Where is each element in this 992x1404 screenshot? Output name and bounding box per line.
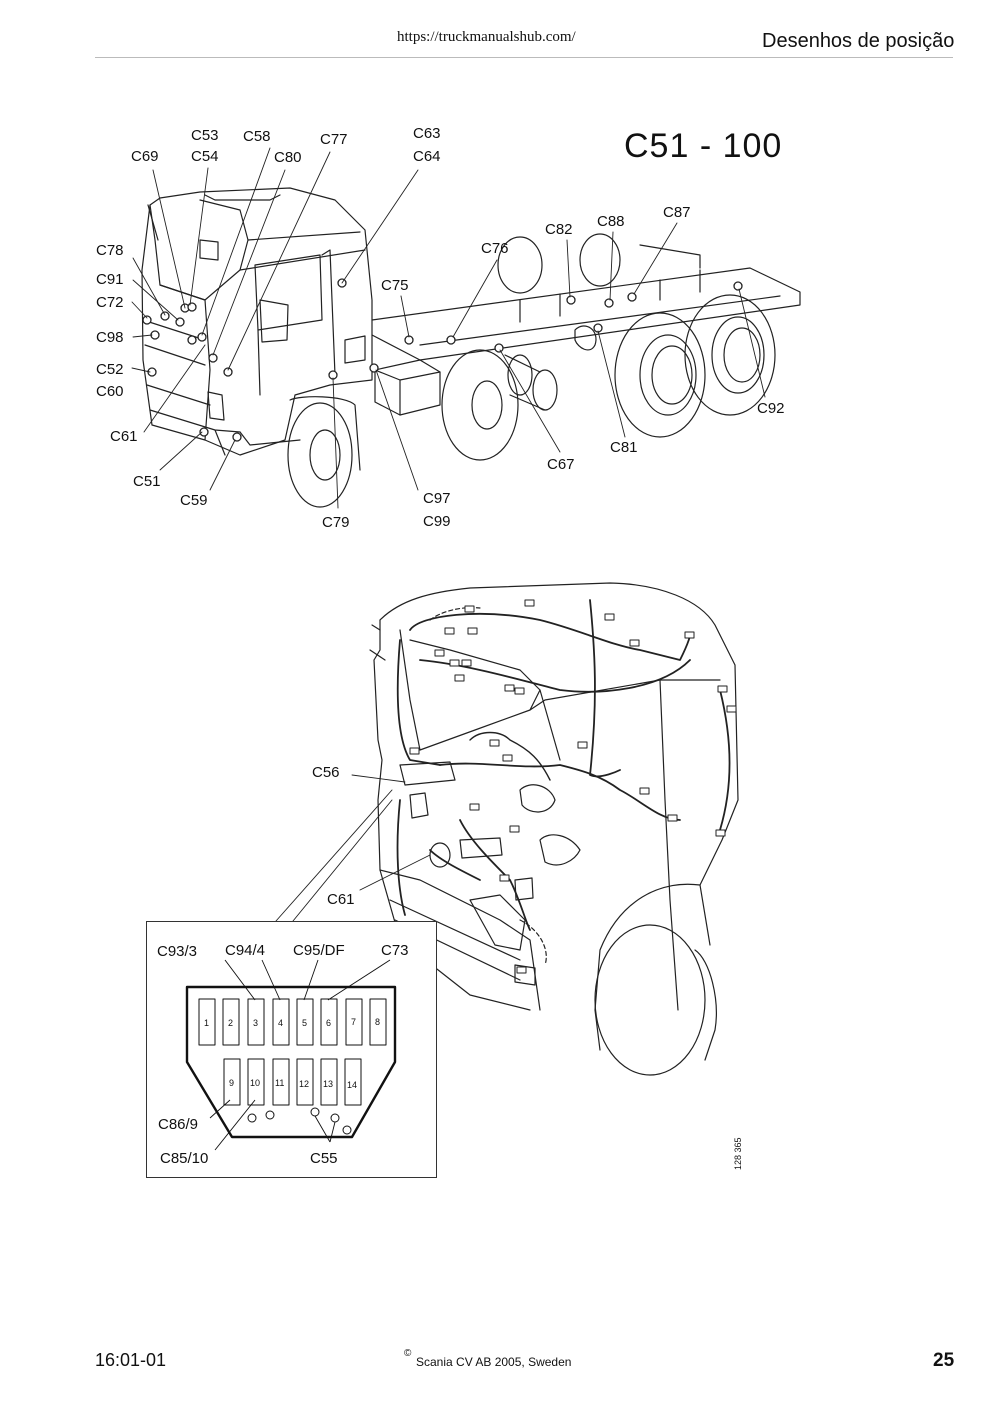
fuse-12: 12: [299, 1079, 310, 1089]
copyright-text: Scania CV AB 2005, Sweden: [416, 1355, 572, 1369]
label-c82: C82: [545, 221, 573, 238]
fuse-box-drawing: [185, 959, 397, 1151]
label-c61: C61: [110, 428, 138, 445]
label-c58: C58: [243, 128, 271, 145]
fuse-1: 1: [204, 1018, 210, 1028]
page-number: 25: [933, 1350, 955, 1371]
label-c81: C81: [610, 439, 638, 456]
label-c76: C76: [481, 240, 509, 257]
fuse-3: 3: [253, 1018, 259, 1028]
label-c77: C77: [320, 131, 348, 148]
fuse-2: 2: [228, 1018, 234, 1028]
label-c59: C59: [180, 492, 208, 509]
label-c93-3: C93/3: [157, 943, 198, 960]
label-c64: C64: [413, 148, 441, 165]
figure-reference-number: 128 365: [733, 1137, 743, 1170]
label-c98: C98: [96, 329, 124, 346]
label-c72: C72: [96, 294, 124, 311]
label-c61-cab: C61: [327, 891, 355, 908]
source-url: https://truckmanualshub.com/: [397, 29, 576, 45]
label-c52: C52: [96, 361, 124, 378]
label-c53: C53: [191, 127, 219, 144]
label-c87: C87: [663, 204, 691, 221]
copyright-symbol: ©: [404, 1348, 412, 1359]
fuse-4: 4: [278, 1018, 284, 1028]
label-c92: C92: [757, 400, 785, 417]
label-c69: C69: [131, 148, 159, 165]
label-c56: C56: [312, 764, 340, 781]
label-c97: C97: [423, 490, 451, 507]
fuse-6: 6: [326, 1018, 332, 1028]
page-title: C51 - 100: [624, 127, 783, 165]
fuse-14: 14: [347, 1080, 358, 1090]
label-c80: C80: [274, 149, 302, 166]
label-c55: C55: [310, 1150, 338, 1167]
label-c73: C73: [381, 942, 409, 959]
label-c91: C91: [96, 271, 124, 288]
label-c99: C99: [423, 513, 451, 530]
label-c60: C60: [96, 383, 124, 400]
label-c75: C75: [381, 277, 409, 294]
label-c79: C79: [322, 514, 350, 531]
label-c54: C54: [191, 148, 219, 165]
label-c85-10: C85/10: [160, 1150, 209, 1167]
fuse-13: 13: [323, 1079, 334, 1089]
document-code: 16:01-01: [95, 1350, 167, 1370]
fuse-box-inset: [146, 921, 437, 1178]
label-c88: C88: [597, 213, 625, 230]
fuse-11: 11: [275, 1078, 285, 1088]
header-divider: [95, 57, 953, 58]
label-c86-9: C86/9: [158, 1116, 199, 1133]
label-c63: C63: [413, 125, 441, 142]
label-c94-4: C94/4: [225, 942, 266, 959]
label-c78: C78: [96, 242, 124, 259]
fuse-5: 5: [302, 1018, 308, 1028]
truck-position-drawing: [131, 147, 801, 509]
fuse-10: 10: [250, 1078, 261, 1088]
section-title: Desenhos de posição: [762, 30, 955, 52]
label-c51: C51: [133, 473, 161, 490]
fuse-9: 9: [229, 1078, 235, 1088]
fuse-8: 8: [375, 1017, 381, 1027]
fuse-7: 7: [351, 1017, 357, 1027]
label-c67: C67: [547, 456, 575, 473]
label-c95-df: C95/DF: [293, 942, 345, 959]
